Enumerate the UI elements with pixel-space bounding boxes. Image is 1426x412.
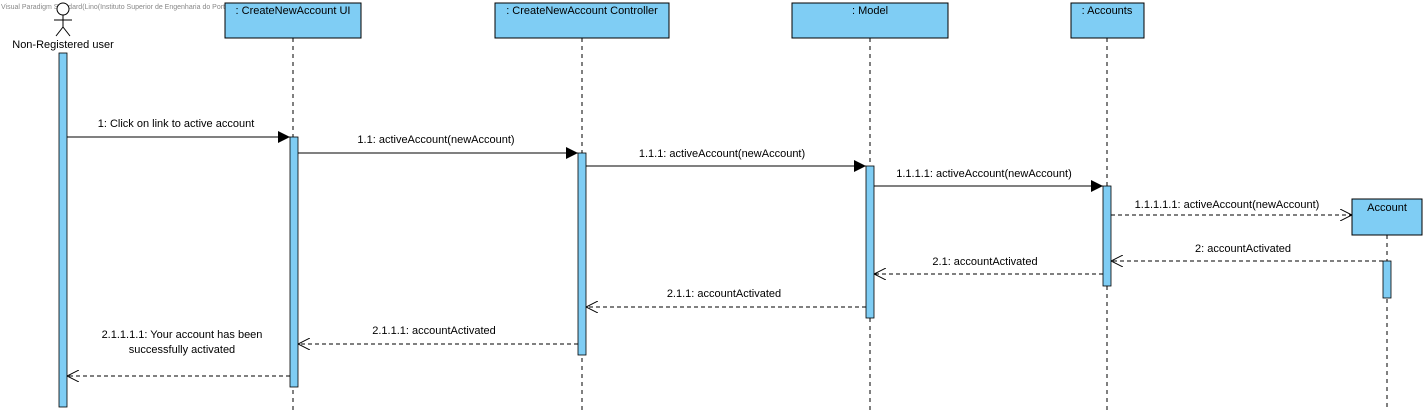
return-2-1-1-label: 2.1.1: accountActivated xyxy=(667,288,781,300)
participant-ui-label: : CreateNewAccount UI xyxy=(236,5,351,17)
participant-account: Account xyxy=(1351,198,1423,236)
participant-accounts: : Accounts xyxy=(1070,2,1145,39)
return-2-1-label: 2.1: accountActivated xyxy=(932,256,1037,268)
participant-ui: : CreateNewAccount UI xyxy=(224,2,362,39)
activation-ui xyxy=(289,136,299,388)
participant-accounts-label: : Accounts xyxy=(1082,5,1133,17)
activation-actor xyxy=(58,52,68,408)
participant-controller: : CreateNewAccount Controller xyxy=(494,2,670,39)
actor-head-icon xyxy=(56,2,70,16)
message-1-1-label: 1.1: activeAccount(newAccount) xyxy=(357,134,514,146)
message-1-1-1-1-1-label: 1.1.1.1.1: activeAccount(newAccount) xyxy=(1135,199,1320,211)
actor-non-registered-user: Non-Registered user xyxy=(12,2,114,51)
watermark-text: Visual Paradigm Standard(Lino(Instituto … xyxy=(1,4,234,11)
participant-account-label: Account xyxy=(1367,202,1407,214)
actor-leg-left-icon xyxy=(55,26,64,37)
return-2-1-1-1-1-label-line2: successfully activated xyxy=(129,344,235,356)
message-1-1-1-1-label: 1.1.1.1: activeAccount(newAccount) xyxy=(896,168,1071,180)
return-2-label: 2: accountActivated xyxy=(1195,243,1291,255)
message-1-label: 1: Click on link to active account xyxy=(98,118,255,130)
activation-controller xyxy=(577,152,587,356)
activation-account xyxy=(1382,260,1392,299)
participant-controller-label: : CreateNewAccount Controller xyxy=(506,5,658,17)
message-1-1-1-label: 1.1.1: activeAccount(newAccount) xyxy=(639,148,805,160)
activation-model xyxy=(865,165,875,319)
actor-label: Non-Registered user xyxy=(12,39,114,51)
return-2-1-1-1-label: 2.1.1.1: accountActivated xyxy=(372,325,496,337)
actor-leg-right-icon xyxy=(62,26,71,37)
return-2-1-1-1-1-label-line1: 2.1.1.1.1: Your account has been xyxy=(102,329,263,341)
participant-model: : Model xyxy=(791,2,949,39)
participant-model-label: : Model xyxy=(852,5,888,17)
activation-accounts xyxy=(1102,185,1112,287)
